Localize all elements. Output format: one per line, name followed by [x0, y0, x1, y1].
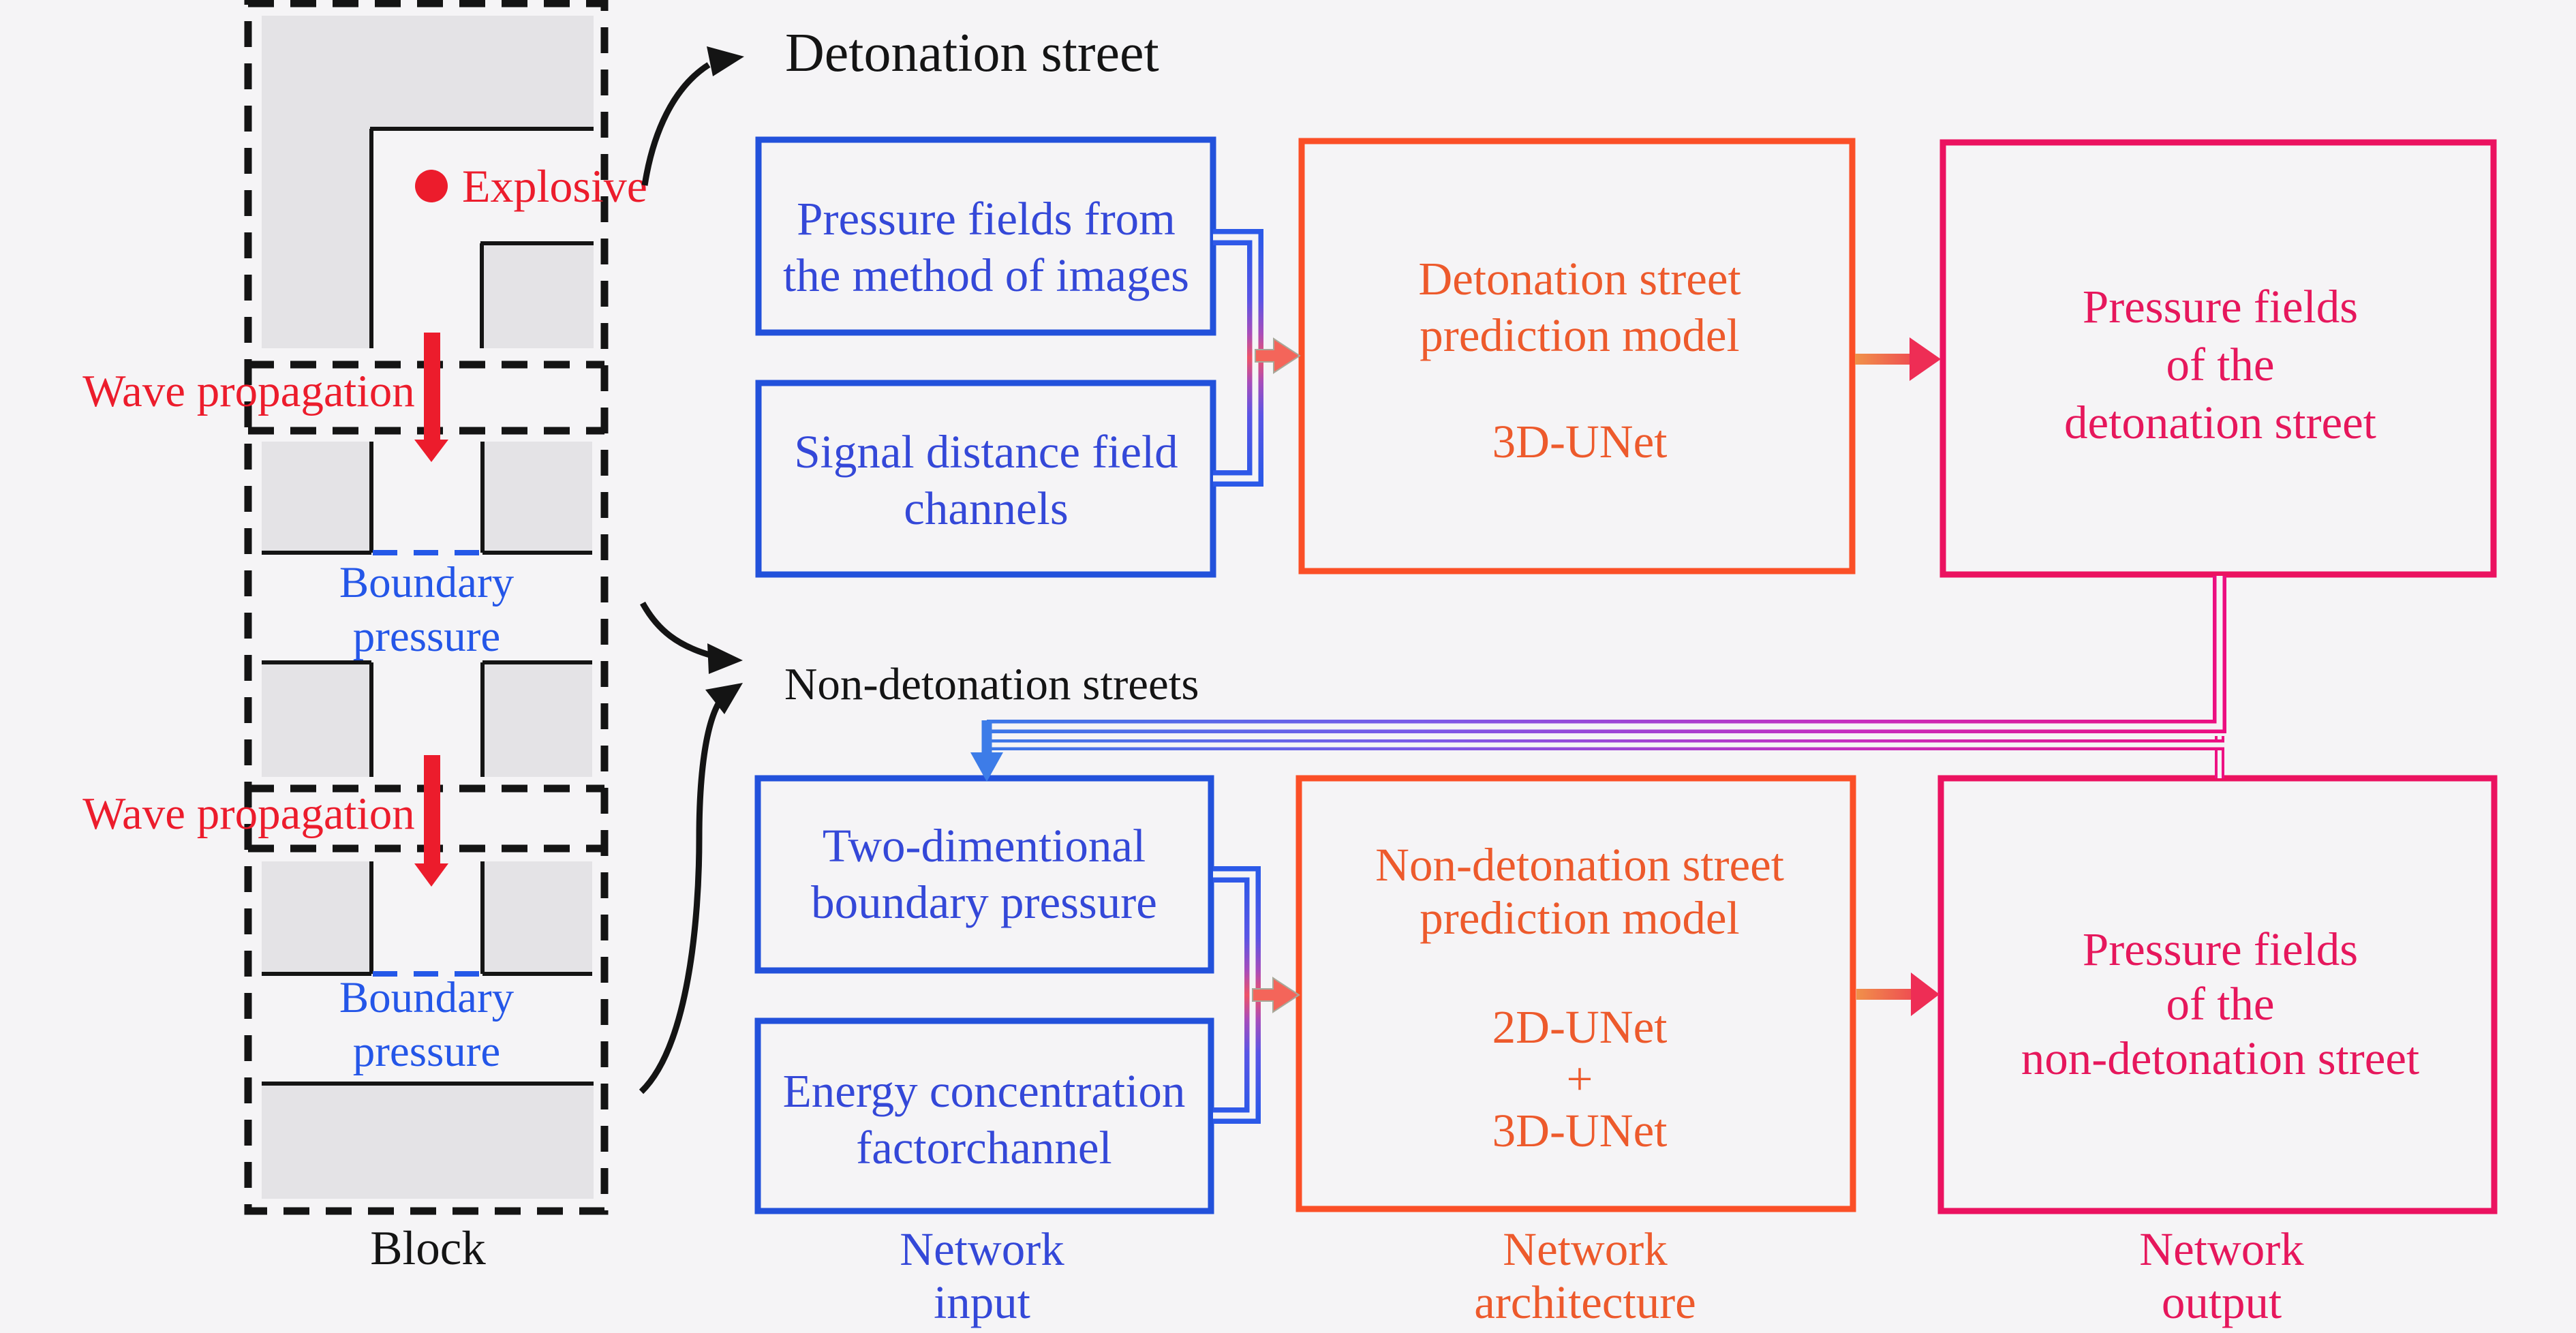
svg-text:Wave propagation: Wave propagation	[82, 366, 415, 416]
svg-text:non-detonation street: non-detonation street	[2021, 1032, 2419, 1084]
svg-text:Network: Network	[1503, 1223, 1668, 1275]
svg-text:Boundary: Boundary	[339, 558, 515, 607]
svg-text:pressure: pressure	[353, 1027, 501, 1076]
svg-text:+: +	[1567, 1053, 1593, 1105]
svg-text:channels: channels	[904, 482, 1068, 534]
svg-text:Detonation street: Detonation street	[1418, 253, 1741, 305]
svg-text:Wave propagation: Wave propagation	[82, 788, 415, 839]
svg-text:Network: Network	[2139, 1223, 2304, 1275]
svg-text:of the: of the	[2166, 978, 2274, 1030]
svg-text:architecture: architecture	[1474, 1276, 1696, 1328]
svg-text:Block: Block	[370, 1222, 486, 1275]
svg-text:output: output	[2162, 1276, 2282, 1328]
svg-text:3D-UNet: 3D-UNet	[1492, 416, 1668, 468]
svg-text:Energy concentration: Energy concentration	[783, 1065, 1186, 1117]
svg-text:Signal distance field: Signal distance field	[794, 426, 1178, 478]
svg-text:the method of images: the method of images	[783, 249, 1189, 301]
svg-text:Explosive: Explosive	[462, 160, 647, 212]
svg-text:factorchannel: factorchannel	[856, 1122, 1111, 1174]
svg-text:Pressure fields: Pressure fields	[2083, 923, 2358, 975]
svg-text:Pressure fields: Pressure fields	[2083, 281, 2358, 333]
svg-text:pressure: pressure	[353, 612, 501, 661]
svg-text:prediction model: prediction model	[1420, 892, 1739, 944]
svg-text:Pressure fields from: Pressure fields from	[797, 193, 1176, 245]
svg-text:Network: Network	[900, 1223, 1064, 1275]
svg-text:Non-detonation street: Non-detonation street	[1375, 839, 1784, 891]
svg-text:input: input	[934, 1276, 1030, 1328]
svg-text:detonation street: detonation street	[2064, 397, 2376, 448]
svg-text:Two-dimentional: Two-dimentional	[823, 820, 1146, 872]
svg-text:boundary pressure: boundary pressure	[811, 876, 1157, 928]
svg-text:Detonation street: Detonation street	[785, 23, 1159, 83]
svg-text:3D-UNet: 3D-UNet	[1492, 1105, 1668, 1156]
svg-text:of the: of the	[2166, 339, 2274, 390]
svg-text:Boundary: Boundary	[339, 973, 515, 1022]
svg-text:Non-detonation streets: Non-detonation streets	[784, 659, 1199, 709]
svg-text:2D-UNet: 2D-UNet	[1492, 1001, 1668, 1053]
svg-text:prediction model: prediction model	[1420, 309, 1739, 361]
